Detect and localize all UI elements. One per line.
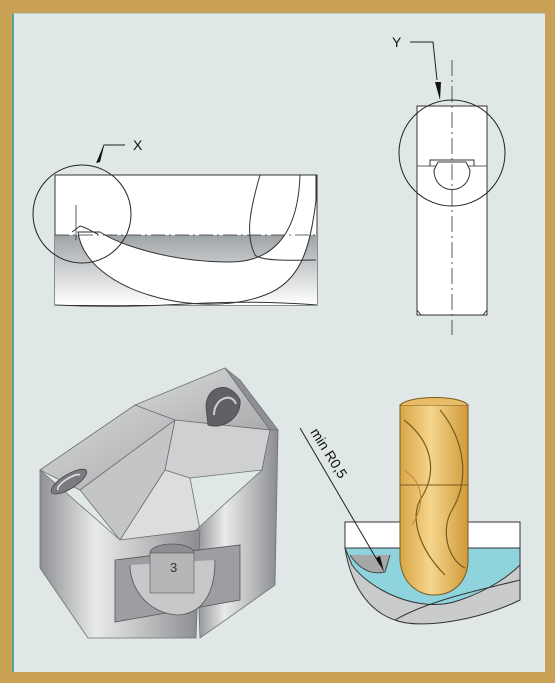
end-mill-shank — [399, 404, 469, 486]
detail-y-circle — [398, 99, 506, 207]
end-mill-flutes — [399, 484, 469, 596]
detail-x-circle — [32, 164, 132, 264]
side-view-drawing: X — [32, 137, 318, 307]
svg-text:3: 3 — [170, 560, 177, 575]
rendered-block-3d: 3 — [39, 367, 279, 639]
detail-y-label: Y — [392, 34, 402, 50]
front-view-drawing: Y — [392, 34, 506, 335]
milling-section-view: min R0,5 — [299, 397, 521, 625]
radius-note: min R0,5 — [307, 425, 350, 481]
detail-x-label: X — [133, 137, 143, 153]
groove-arc — [77, 174, 317, 305]
